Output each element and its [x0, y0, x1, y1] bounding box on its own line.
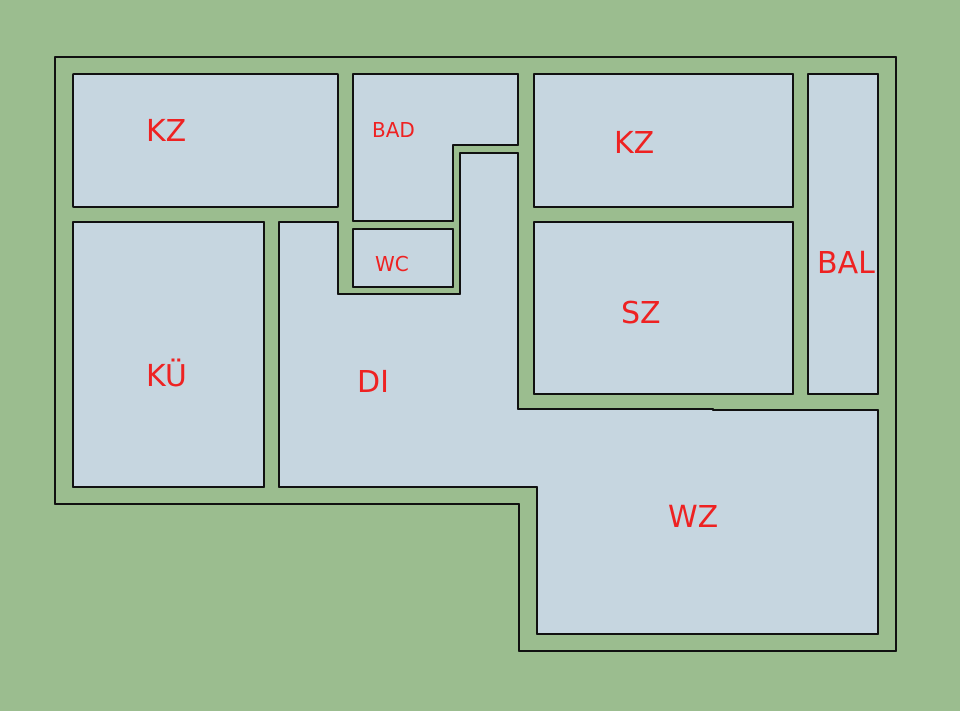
label-sz: SZ: [621, 296, 661, 331]
room-bal[interactable]: [807, 73, 879, 395]
label-wz: WZ: [668, 500, 718, 535]
room-wc[interactable]: [352, 228, 454, 288]
room-kz-1[interactable]: [72, 73, 339, 208]
room-kue[interactable]: [72, 221, 265, 488]
label-kz-1: KZ: [146, 114, 186, 149]
label-wc: WC: [375, 252, 409, 276]
room-sz[interactable]: [533, 221, 794, 395]
label-bad: BAD: [372, 118, 415, 142]
room-kz-2[interactable]: [533, 73, 794, 208]
label-bal: BAL: [817, 246, 875, 281]
label-kz-2: KZ: [614, 126, 654, 161]
room-di-wz[interactable]: [278, 152, 879, 635]
room-bad[interactable]: [352, 73, 519, 222]
label-di: DI: [357, 365, 389, 400]
label-kue: KÜ: [146, 358, 187, 394]
